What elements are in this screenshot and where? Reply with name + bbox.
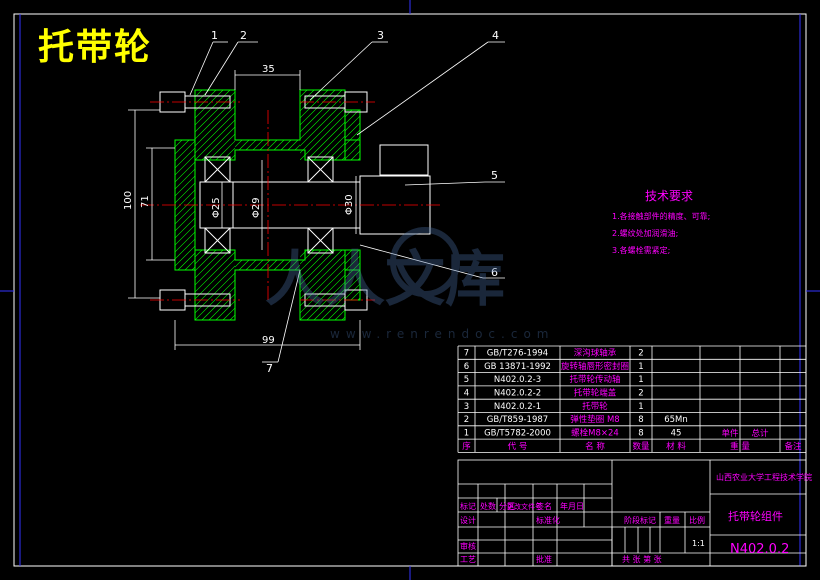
bom-code: N402.0.2-1 xyxy=(494,402,541,412)
stage-label: 阶段标记 xyxy=(624,515,656,525)
bom-no: 6 xyxy=(464,362,469,372)
bom-qty: 2 xyxy=(638,388,643,398)
part-label-1: 1 xyxy=(211,29,218,42)
rev-zone: 分区 xyxy=(499,502,515,511)
bom-code: GB/T276-1994 xyxy=(487,349,548,359)
assembly-name: 托带轮组件 xyxy=(728,509,783,523)
part-label-7: 7 xyxy=(266,362,273,375)
tech-item-3: 3.各螺栓需紧定; xyxy=(612,245,670,255)
center-lines xyxy=(140,101,440,301)
bom-qty: 8 xyxy=(638,415,643,425)
bom-no: 1 xyxy=(464,428,469,438)
assembly-section xyxy=(128,41,505,363)
std-label: 标准化 xyxy=(536,515,560,525)
bom-qty: 1 xyxy=(638,375,643,385)
bom-code: GB/T859-1987 xyxy=(487,415,548,425)
dimension-text: 35 99 100 71 Φ25 Φ29 Φ30 xyxy=(123,64,355,346)
bom-qty: 2 xyxy=(638,349,643,359)
rev-doc: 更改文件号 xyxy=(507,502,542,511)
title-block xyxy=(457,459,807,567)
school-name: 山西农业大学工程技术学院 xyxy=(716,472,812,482)
part-label-4: 4 xyxy=(492,29,499,42)
bom-header-total: 总计 xyxy=(751,428,769,439)
part-labels: 1 2 3 4 5 6 7 xyxy=(211,29,499,375)
rev-mark: 标记 xyxy=(460,501,476,511)
bom-no: 7 xyxy=(464,349,469,359)
bom-table: 7 GB/T276-1994 深沟球轴承 2 6 GB 13871-1992 旋转轴唇形密封… xyxy=(457,345,807,453)
bom-name: 托带轮端盖 xyxy=(574,387,617,398)
bom-name: 弹性垫圈 M8 xyxy=(570,414,619,425)
bom-code: GB/T5782-2000 xyxy=(484,428,551,438)
dimension-lines xyxy=(128,70,361,350)
drawing-number: N402.0.2 xyxy=(730,542,789,557)
bom-name: 深沟球轴承 xyxy=(574,348,617,359)
approve-label: 批准 xyxy=(536,554,552,564)
bom-header-note: 备注 xyxy=(784,441,802,452)
rev-date: 年月日 xyxy=(560,501,584,511)
bom-material: 65Mn xyxy=(664,415,688,425)
dim-71: 71 xyxy=(140,195,151,208)
tech-item-1: 1.各接触部件的精度、可靠; xyxy=(612,211,710,221)
tech-requirements: 技术要求 1.各接触部件的精度、可靠; 2.螺纹处加润滑油; 3.各螺栓需紧定; xyxy=(612,189,710,255)
bom-no: 3 xyxy=(464,402,469,412)
dim-99: 99 xyxy=(262,335,275,346)
tech-item-2: 2.螺纹处加润滑油; xyxy=(612,228,678,238)
dim-100: 100 xyxy=(123,191,134,210)
rev-sign: 签名 xyxy=(536,501,552,511)
bom-qty: 8 xyxy=(638,428,643,438)
title-block-text: 山西农业大学工程技术学院 托带轮组件 N402.0.2 阶段标记 重量 比例 1… xyxy=(460,472,812,564)
scale-value: 1:1 xyxy=(692,539,705,548)
part-label-2: 2 xyxy=(240,29,247,42)
weight-label: 重量 xyxy=(664,515,680,525)
bom-header-material: 材 料 xyxy=(666,441,686,452)
watermark: 人人文库 www.renrendoc.com xyxy=(265,227,554,341)
bom-code: N402.0.2-2 xyxy=(494,388,541,398)
rev-count: 处数 xyxy=(480,501,496,511)
dim-phi25: Φ25 xyxy=(211,197,222,218)
dim-35: 35 xyxy=(262,64,275,75)
bom-name: 旋转轴唇形密封圈 xyxy=(561,361,629,372)
bom-header-weight: 重 量 xyxy=(730,441,750,452)
tech-title: 技术要求 xyxy=(645,189,693,203)
dim-phi29: Φ29 xyxy=(251,197,262,218)
bom-no: 5 xyxy=(464,375,469,385)
craft-label: 工艺 xyxy=(460,555,476,564)
part-label-6: 6 xyxy=(491,266,498,279)
bom-name: 托带轮 xyxy=(582,401,608,412)
bom-material: 45 xyxy=(671,428,682,438)
watermark-url: www.renrendoc.com xyxy=(330,327,554,341)
bom-qty: 1 xyxy=(638,402,643,412)
bom-name: 螺栓M8×24 xyxy=(571,427,619,438)
review-label: 审核 xyxy=(460,541,476,551)
design-label: 设计 xyxy=(460,515,476,525)
bom-header-no: 序 xyxy=(462,441,471,452)
bom-code: GB 13871-1992 xyxy=(484,362,551,372)
leader-lines xyxy=(189,41,505,363)
dim-phi30: Φ30 xyxy=(344,194,355,215)
bom-no: 2 xyxy=(464,415,469,425)
bom-header-name: 名 称 xyxy=(585,441,605,452)
bom-code: N402.0.2-3 xyxy=(494,375,541,385)
bom-header-single: 单件 xyxy=(721,428,739,439)
bom-name: 托带轮传动轴 xyxy=(569,374,620,385)
bom-no: 4 xyxy=(464,388,469,398)
part-label-5: 5 xyxy=(491,169,498,182)
part-label-3: 3 xyxy=(377,29,384,42)
sheet-text: 共 张 第 张 xyxy=(622,554,662,564)
watermark-text: 人人文库 xyxy=(265,245,505,315)
drawing-title: 托带轮 xyxy=(38,27,153,68)
bom-header-qty: 数量 xyxy=(632,441,650,452)
bom-header-code: 代 号 xyxy=(508,441,528,452)
scale-label: 比例 xyxy=(689,515,705,525)
bom-qty: 1 xyxy=(638,362,643,372)
